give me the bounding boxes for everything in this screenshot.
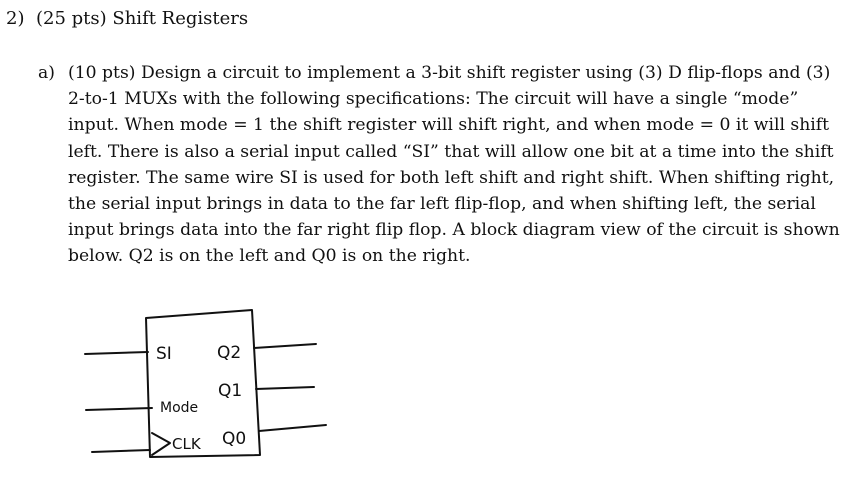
q1-label: Q1 xyxy=(218,381,242,401)
part-a-label: a) xyxy=(38,63,55,83)
si-label: SI xyxy=(156,344,172,364)
mode-label: Mode xyxy=(160,400,198,416)
q2-label: Q2 xyxy=(217,343,241,363)
question-number: 2) xyxy=(6,8,25,29)
question-title: (25 pts) Shift Registers xyxy=(36,8,249,29)
question-heading: 2) (25 pts) Shift Registers xyxy=(6,8,248,30)
part-a-line: left. There is also a serial input calle… xyxy=(68,141,834,162)
mode-input-wire xyxy=(85,407,153,411)
part-a-line: register. The same wire SI is used for b… xyxy=(68,167,835,188)
part-a-line: input. When mode = 1 the shift register … xyxy=(68,115,830,136)
part-a-line: 2-to-1 MUXs with the following specifica… xyxy=(68,89,799,110)
clk-label: CLK xyxy=(172,435,202,453)
clock-triangle-icon xyxy=(151,432,171,456)
part-a-line: the serial input brings in data to the f… xyxy=(68,194,816,215)
si-input-wire xyxy=(84,351,149,355)
part-a: a) (10 pts) Design a circuit to implemen… xyxy=(38,60,840,270)
part-a-line: below. Q2 is on the left and Q0 is on th… xyxy=(68,246,471,267)
q2-output-wire xyxy=(253,343,317,349)
part-a-text: (10 pts) Design a circuit to implement a… xyxy=(68,60,840,270)
q0-label: Q0 xyxy=(222,429,246,449)
q0-output-wire xyxy=(258,424,327,432)
register-block-outline xyxy=(145,309,261,458)
q1-output-wire xyxy=(255,386,315,390)
clk-input-wire xyxy=(91,449,151,453)
part-a-line: input brings data into the far right fli… xyxy=(68,220,840,241)
part-a-line: (10 pts) Design a circuit to implement a… xyxy=(68,63,831,83)
